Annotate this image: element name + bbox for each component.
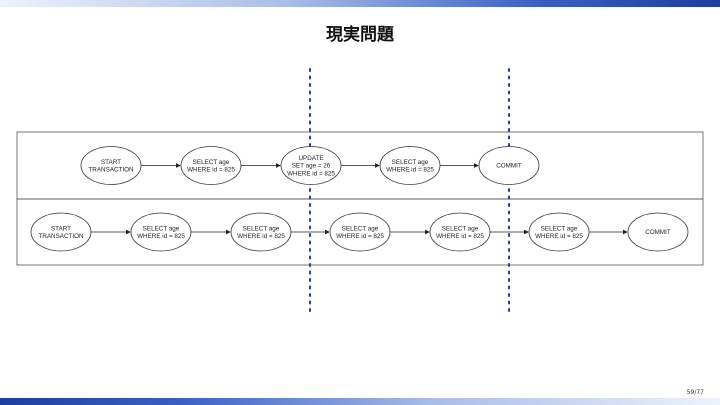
node-label: SELECT age xyxy=(243,225,280,232)
slide-title: 現実問題 xyxy=(326,25,394,45)
node-label: WHERE id = 825 xyxy=(436,233,484,240)
node-label: START xyxy=(51,225,71,232)
node-label: WHERE id = 825 xyxy=(535,233,583,240)
node-label: COMMIT xyxy=(645,229,671,236)
node-shape xyxy=(130,212,192,252)
bottom-accent-bar xyxy=(0,398,720,405)
node-shape xyxy=(478,146,540,185)
node-label: SELECT age xyxy=(442,225,479,232)
node-label: START xyxy=(101,159,121,166)
node-label: SET age = 26 xyxy=(292,163,331,170)
node-label: COMMIT xyxy=(496,163,522,170)
node-shape xyxy=(329,212,391,252)
node-label: TRANSACTION xyxy=(88,167,134,174)
node-label: SELECT age xyxy=(342,225,379,232)
node-label: WHERE id = 825 xyxy=(237,233,285,240)
node-label: TRANSACTION xyxy=(38,233,84,240)
lane-box-2 xyxy=(16,198,704,266)
node-label: WHERE id = 825 xyxy=(336,233,384,240)
node-shape xyxy=(379,146,441,185)
node-label: WHERE id = 825 xyxy=(187,167,235,174)
node-label: WHERE id = 825 xyxy=(137,233,185,240)
node-label: SELECT age xyxy=(392,159,429,166)
node-label: WHERE id = 825 xyxy=(386,167,434,174)
node-label: UPDATE xyxy=(298,155,323,162)
node-shape xyxy=(429,212,491,252)
page-number: 59/77 xyxy=(686,389,704,396)
node-shape xyxy=(230,212,292,252)
node-shape xyxy=(627,212,689,252)
node-label: SELECT age xyxy=(193,159,230,166)
node-2-7: COMMIT xyxy=(627,212,689,252)
node-shape xyxy=(280,146,342,185)
node-shape xyxy=(30,212,92,252)
node-label: SELECT age xyxy=(143,225,180,232)
node-1-5: COMMIT xyxy=(478,146,540,185)
node-label: SELECT age xyxy=(541,225,578,232)
node-label: WHERE id = 825 xyxy=(287,171,335,178)
node-shape xyxy=(180,146,242,185)
node-shape xyxy=(80,146,142,185)
top-accent-bar xyxy=(0,0,720,7)
node-shape xyxy=(528,212,590,252)
